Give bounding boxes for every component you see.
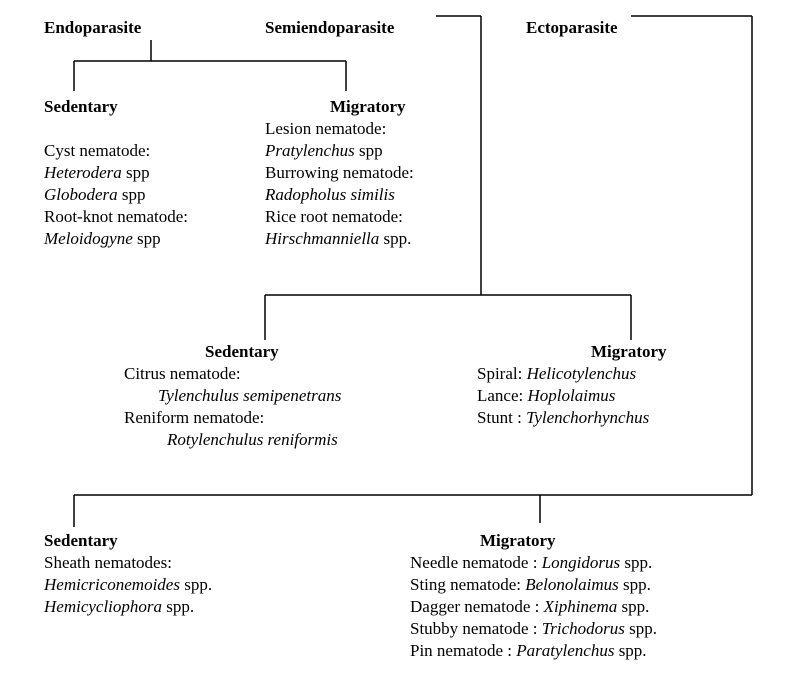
list-item: Rice root nematode: (265, 207, 403, 226)
list-item: Hemicycliophora spp. (44, 597, 195, 616)
list-item: Radopholus similis (265, 185, 395, 204)
list-item: Pin nematode : Paratylenchus spp. (410, 641, 647, 660)
list-item: Dagger nematode : Xiphinema spp. (410, 597, 650, 616)
list-item: Tylenchulus semipenetrans (158, 386, 342, 405)
list-item: Hirschmanniella spp. (265, 229, 412, 248)
ecto-migratory-heading: Migratory (480, 531, 556, 550)
list-item: Heterodera spp (44, 163, 150, 182)
list-item: Burrowing nematode: (265, 163, 414, 182)
semi-migratory-heading: Migratory (591, 342, 667, 361)
list-item: Needle nematode : Longidorus spp. (410, 553, 653, 572)
list-item: Rotylenchulus reniformis (167, 430, 338, 449)
ectoparasite-title: Ectoparasite (526, 18, 618, 37)
list-item: Pratylenchus spp (265, 141, 383, 160)
semiendoparasite-title: Semiendoparasite (265, 18, 395, 37)
list-item: Hemicriconemoides spp. (44, 575, 213, 594)
list-item: Lance: Hoplolaimus (477, 386, 616, 405)
ecto-sedentary-heading: Sedentary (44, 531, 118, 550)
list-item: Root-knot nematode: (44, 207, 189, 226)
list-item: Globodera spp (44, 185, 146, 204)
list-item: Sting nematode: Belonolaimus spp. (410, 575, 651, 594)
list-item: Spiral: Helicotylenchus (477, 364, 637, 383)
list-item: Citrus nematode: (124, 364, 241, 383)
semi-sedentary-heading: Sedentary (205, 342, 279, 361)
endo-sedentary-heading: Sedentary (44, 97, 118, 116)
endo-migratory-heading: Migratory (330, 97, 406, 116)
list-item: Meloidogyne spp (44, 229, 161, 248)
endoparasite-title: Endoparasite (44, 18, 142, 37)
list-item: Reniform nematode: (124, 408, 265, 427)
list-item: Sheath nematodes: (44, 553, 172, 572)
list-item: Stunt : Tylenchorhynchus (477, 408, 650, 427)
list-item: Lesion nematode: (265, 119, 387, 138)
list-item: Stubby nematode : Trichodorus spp. (410, 619, 657, 638)
list-item: Cyst nematode: (44, 141, 151, 160)
